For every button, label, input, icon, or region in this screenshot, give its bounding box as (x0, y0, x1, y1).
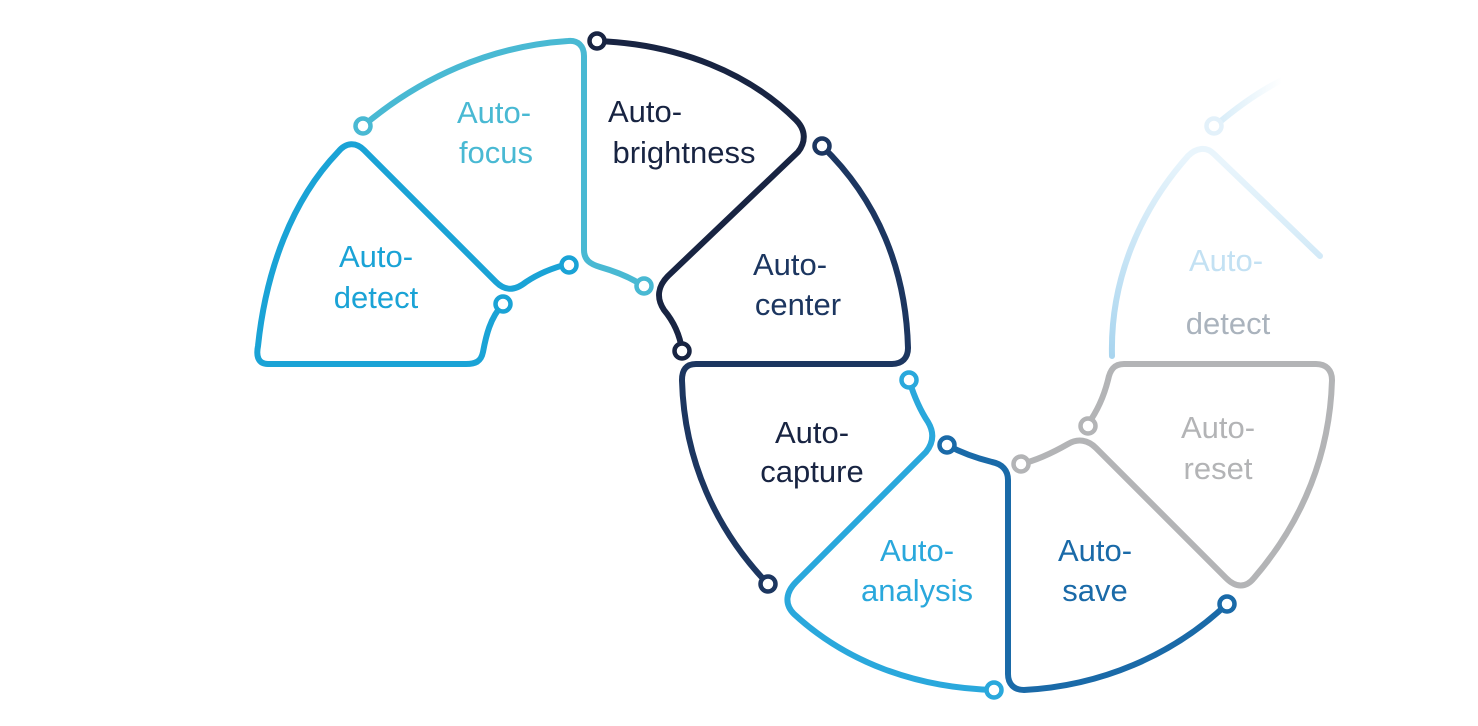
segment-auto-detect-faded (1108, 77, 1323, 359)
label-line-1: Auto- (880, 533, 954, 568)
segment-auto-save (937, 435, 1237, 693)
label-line-1: Auto- (339, 239, 413, 274)
label-line-2: capture (760, 454, 863, 489)
label-auto-capture: Auto- capture (760, 415, 863, 489)
segment-outline (1108, 146, 1323, 359)
segment-outline (360, 37, 645, 288)
label-auto-save: Auto- save (1058, 533, 1132, 608)
connector-node (758, 574, 778, 594)
connector-node (634, 276, 654, 296)
connector-node (899, 370, 919, 390)
label-auto-reset: Auto- reset (1181, 410, 1255, 486)
segment-auto-reset (1011, 361, 1335, 589)
segment-auto-center (679, 136, 911, 594)
label-line-1: Auto- (753, 247, 827, 282)
label-line-2: save (1062, 573, 1127, 608)
segment-auto-analysis (784, 370, 1004, 700)
label-auto-detect: Auto- detect (334, 239, 419, 315)
connector-node (587, 31, 607, 51)
label-line-1: Auto- (1058, 533, 1132, 568)
label-auto-analysis: Auto- analysis (861, 533, 973, 608)
connector-node (1217, 594, 1237, 614)
label-auto-detect-faded: Auto- detect (1186, 243, 1271, 341)
label-line-1: Auto- (457, 95, 531, 130)
connector-node (1011, 454, 1031, 474)
segment-tail (1212, 77, 1285, 129)
segment-auto-brightness (587, 31, 807, 361)
label-line-2: detect (1186, 306, 1271, 341)
connector-node (559, 255, 579, 275)
label-line-1: Auto- (1181, 410, 1255, 445)
connector-node (937, 435, 957, 455)
segment-auto-detect (254, 141, 579, 367)
label-line-1: Auto- (1189, 243, 1263, 278)
label-line-2: reset (1184, 451, 1253, 486)
connector-node (1078, 416, 1098, 436)
segment-auto-focus (353, 37, 654, 296)
label-auto-focus: Auto- focus (457, 95, 533, 170)
label-line-1: Auto- (608, 94, 682, 129)
segment-outline (679, 143, 911, 587)
label-line-2: center (755, 287, 841, 322)
connector-node (984, 680, 1004, 700)
connector-node (812, 136, 832, 156)
connector-node (1204, 116, 1224, 136)
segment-outline (1018, 361, 1335, 589)
segment-outline (594, 38, 807, 353)
connector-node (672, 341, 692, 361)
label-line-2: focus (459, 135, 533, 170)
label-auto-center: Auto- center (753, 247, 841, 322)
label-line-2: brightness (612, 135, 755, 170)
segment-outline (784, 377, 997, 693)
segment-outline (254, 141, 571, 367)
label-line-2: analysis (861, 573, 973, 608)
label-line-2: detect (334, 280, 419, 315)
label-line-1: Auto- (775, 415, 849, 450)
label-auto-brightness: Auto- brightness (608, 94, 756, 170)
connector-node (493, 294, 513, 314)
connector-node (353, 116, 373, 136)
segment-outline (944, 442, 1230, 693)
